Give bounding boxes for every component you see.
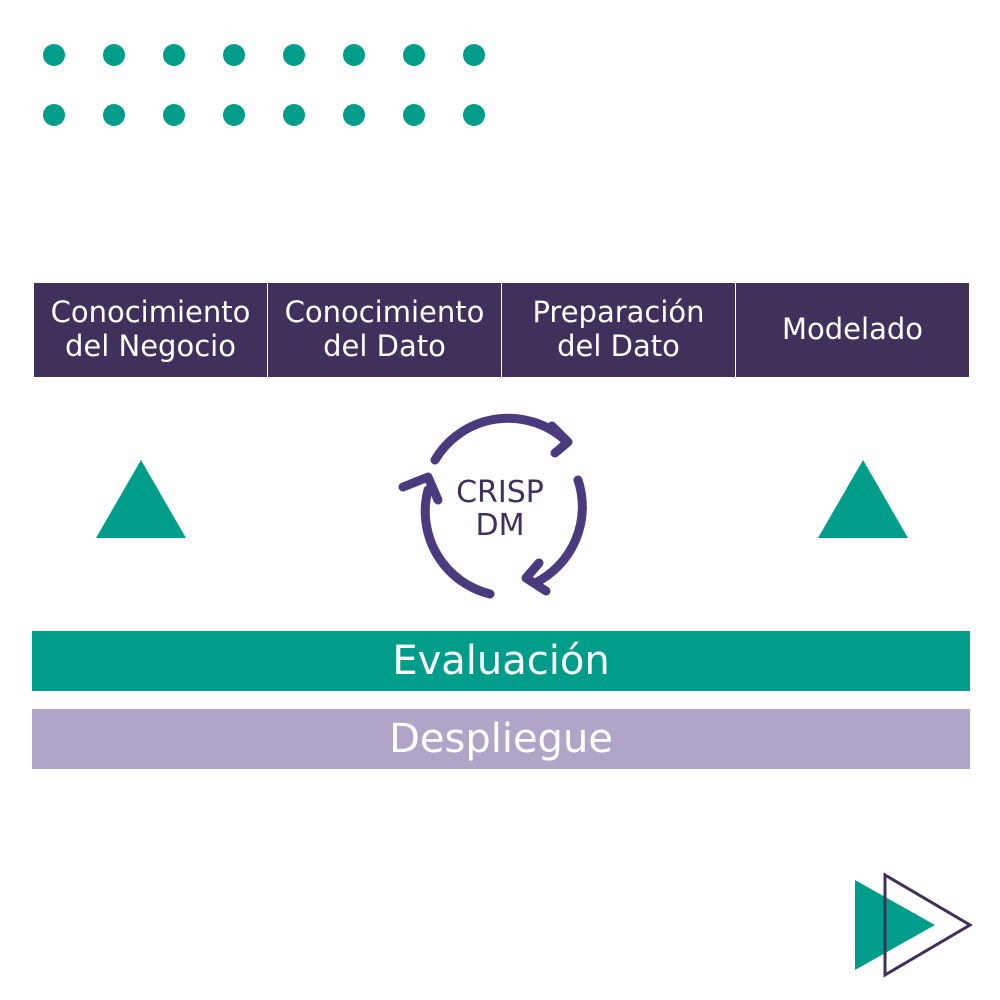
evaluation-label: Evaluación <box>392 638 610 684</box>
evaluation-band: Evaluación <box>32 631 970 691</box>
dot-icon <box>103 104 125 126</box>
triangle-up-icon <box>96 460 186 538</box>
phase-data-understanding: Conocimiento del Dato <box>268 283 502 377</box>
cycle-label: CRISP DM <box>456 475 544 543</box>
dot-icon <box>403 104 425 126</box>
phase-header: Conocimiento del Negocio Conocimiento de… <box>34 283 969 377</box>
dot-icon <box>463 104 485 126</box>
play-arrows-icon <box>855 872 973 978</box>
cycle-arrows-icon <box>398 413 587 599</box>
dot-icon <box>43 44 65 66</box>
phase-business-understanding: Conocimiento del Negocio <box>34 283 268 377</box>
dot-icon <box>283 104 305 126</box>
phase-data-preparation: Preparación del Dato <box>502 283 736 377</box>
dot-icon <box>223 44 245 66</box>
dot-icon <box>163 104 185 126</box>
dot-icon <box>103 44 125 66</box>
dot-icon <box>343 44 365 66</box>
dot-icon <box>43 104 65 126</box>
deployment-band: Despliegue <box>32 709 970 769</box>
dot-icon <box>403 44 425 66</box>
phase-modeling: Modelado <box>736 283 969 377</box>
dot-icon <box>223 104 245 126</box>
dot-icon <box>463 44 485 66</box>
deployment-label: Despliegue <box>389 716 613 762</box>
dot-icon <box>163 44 185 66</box>
dot-icon <box>283 44 305 66</box>
dot-grid <box>32 33 502 133</box>
dot-icon <box>343 104 365 126</box>
triangle-up-icon <box>818 460 908 538</box>
